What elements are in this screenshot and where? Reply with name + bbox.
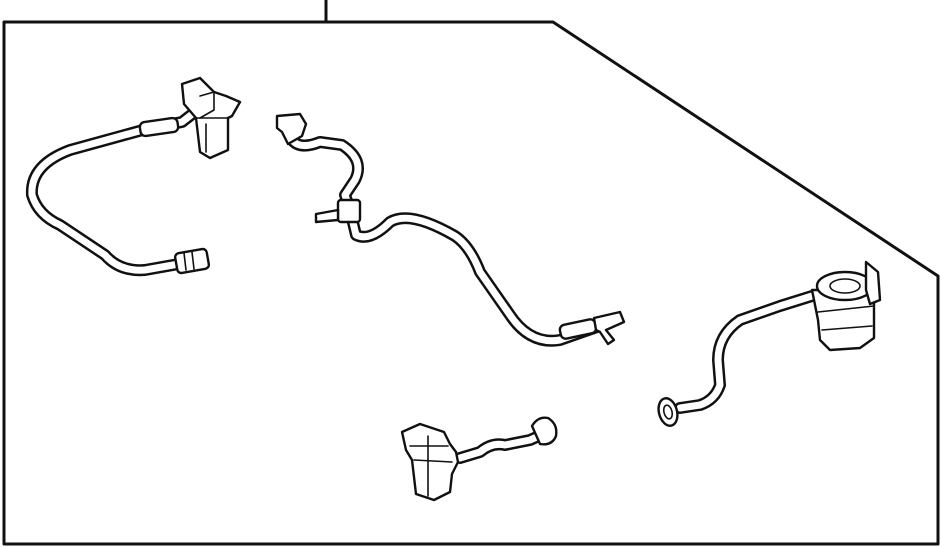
bottom-elbow-cap — [530, 416, 558, 446]
left-hose-sleeve — [138, 116, 180, 138]
bottom-hose-inner — [456, 428, 552, 462]
center-tee-stub — [314, 208, 340, 224]
right-hose-assembly — [657, 260, 882, 427]
center-hose-sleeve — [558, 318, 598, 340]
bottom-hose-assembly — [400, 416, 558, 502]
center-top-connector — [275, 112, 308, 146]
center-tee-fitting — [336, 198, 362, 224]
center-hose-assembly — [275, 112, 626, 347]
right-hose-inner — [676, 292, 816, 412]
left-connector — [180, 76, 242, 160]
center-hose-inner — [288, 136, 604, 345]
right-canister — [810, 260, 882, 352]
bottom-connector — [400, 422, 460, 502]
right-hose-outer — [674, 290, 818, 414]
center-end-tee — [592, 310, 626, 346]
right-hose-end-cap — [657, 397, 679, 427]
left-hose-inner — [28, 104, 204, 274]
diagram-border — [2, 20, 940, 546]
center-hose-outer — [286, 134, 606, 347]
left-hose-assembly — [25, 76, 242, 277]
